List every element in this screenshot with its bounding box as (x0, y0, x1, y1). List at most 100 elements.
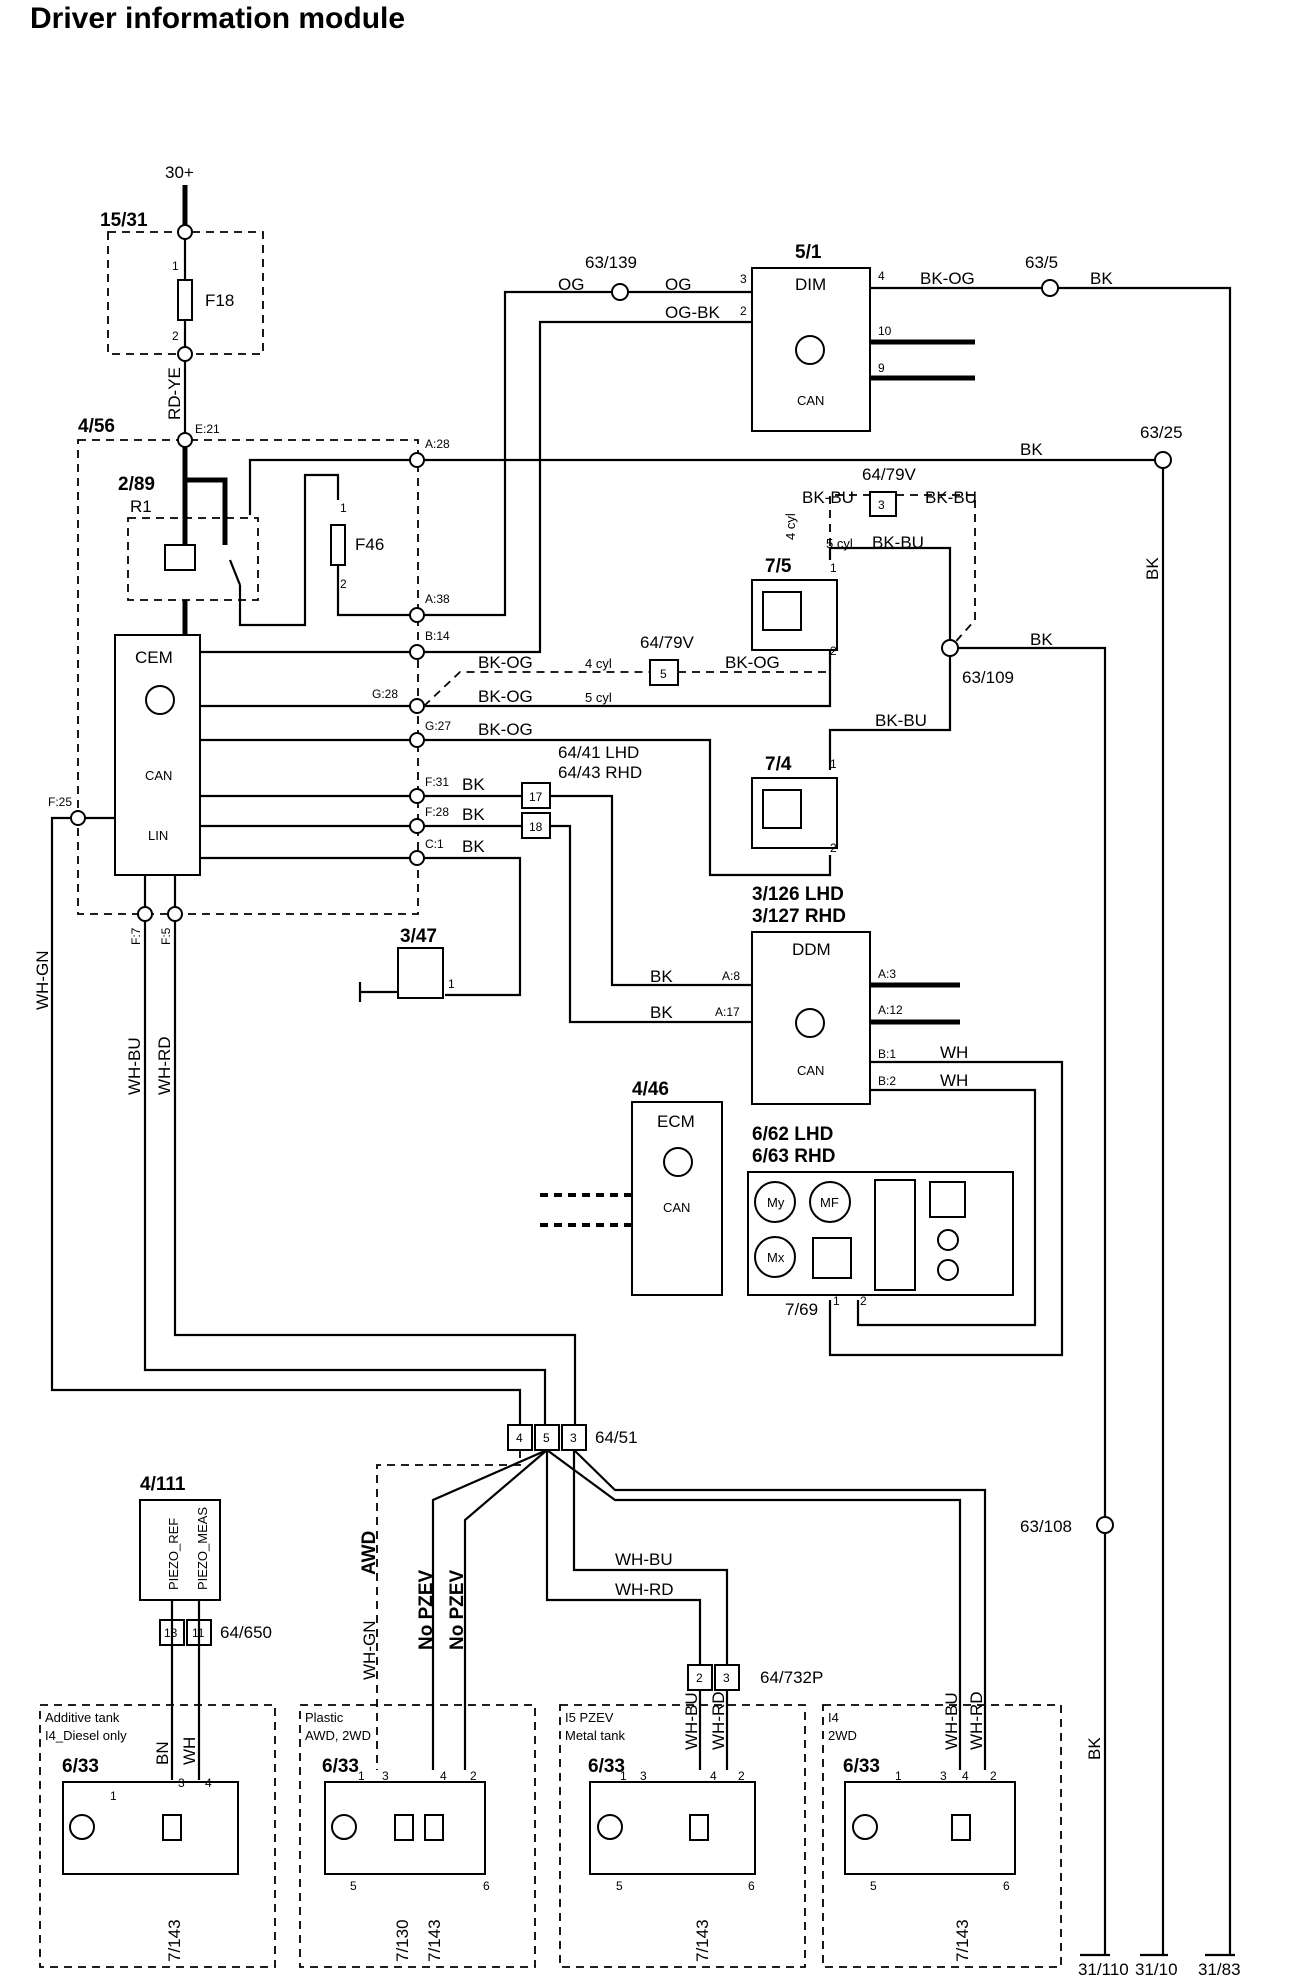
svg-text:3: 3 (740, 272, 747, 286)
svg-text:4: 4 (205, 1776, 212, 1790)
mirror-circuit (874, 1179, 916, 1291)
junction-node (177, 432, 193, 448)
svg-text:7/143: 7/143 (425, 1919, 444, 1962)
svg-text:WH: WH (180, 1737, 199, 1765)
splice-node (1096, 1516, 1114, 1534)
connector-64-41-pin18 (521, 812, 551, 839)
pin-node (137, 906, 153, 922)
motor-icon (331, 1814, 357, 1840)
svg-text:WH-BU: WH-BU (615, 1550, 673, 1569)
svg-text:3: 3 (878, 498, 885, 512)
svg-text:I4_Diesel only: I4_Diesel only (45, 1728, 127, 1743)
svg-text:PIEZO_MEAS: PIEZO_MEAS (195, 1507, 210, 1590)
svg-text:63/139: 63/139 (585, 253, 637, 272)
svg-text:No PZEV: No PZEV (416, 1569, 437, 1650)
ddm-name: DDM (792, 940, 831, 959)
pin-node (409, 818, 425, 834)
module-4-111-ref: 4/111 (140, 1474, 186, 1495)
svg-text:OG: OG (665, 275, 691, 294)
splice-node (1041, 279, 1059, 297)
dim-ref: 5/1 (795, 242, 822, 263)
svg-text:WH-BU: WH-BU (942, 1692, 961, 1750)
svg-text:BK: BK (1090, 269, 1113, 288)
motor-icon (597, 1814, 623, 1840)
svg-text:5 cyl: 5 cyl (585, 690, 612, 705)
splice-node (941, 639, 959, 657)
svg-text:My: My (767, 1195, 785, 1210)
svg-text:BK-OG: BK-OG (478, 720, 533, 739)
svg-text:WH-RD: WH-RD (615, 1580, 674, 1599)
pin-node (409, 644, 425, 660)
connector-64-51-pin4 (507, 1424, 533, 1451)
splice-node (1154, 451, 1172, 469)
svg-text:F:31: F:31 (425, 775, 449, 789)
svg-text:5: 5 (350, 1879, 357, 1893)
svg-text:4: 4 (516, 1431, 523, 1445)
svg-text:No PZEV: No PZEV (447, 1569, 468, 1650)
svg-text:3: 3 (723, 1671, 730, 1685)
heater-icon (929, 1181, 966, 1218)
svg-text:5: 5 (660, 667, 667, 681)
dim-can: CAN (797, 393, 824, 408)
svg-text:G:28: G:28 (372, 687, 398, 701)
svg-text:BK: BK (1030, 630, 1053, 649)
fuse-f18-label: F18 (205, 291, 234, 310)
relay-ref: 2/89 (118, 474, 155, 495)
svg-text:BK-OG: BK-OG (920, 269, 975, 288)
svg-text:2: 2 (990, 1769, 997, 1783)
svg-text:WH-RD: WH-RD (709, 1691, 728, 1750)
pin-node (409, 698, 425, 714)
svg-text:1: 1 (448, 977, 455, 991)
svg-text:Metal tank: Metal tank (565, 1728, 625, 1743)
svg-text:3: 3 (570, 1431, 577, 1445)
svg-text:AWD: AWD (359, 1531, 380, 1575)
junction-node (177, 224, 193, 240)
svg-text:6/33: 6/33 (322, 1756, 359, 1777)
svg-text:2: 2 (340, 577, 347, 591)
svg-text:64/79V: 64/79V (640, 633, 695, 652)
wire-label: RD-YE (165, 367, 184, 420)
svg-text:1: 1 (620, 1769, 627, 1783)
svg-text:2: 2 (172, 329, 179, 343)
connector-64-732p-pin3 (714, 1664, 740, 1691)
svg-text:WH-BU: WH-BU (125, 1037, 144, 1095)
svg-text:1: 1 (830, 757, 837, 771)
svg-text:63/5: 63/5 (1025, 253, 1058, 272)
svg-text:17: 17 (529, 790, 543, 804)
svg-text:18: 18 (529, 820, 543, 834)
svg-text:2: 2 (830, 644, 837, 658)
svg-text:PIEZO_REF: PIEZO_REF (166, 1518, 181, 1590)
svg-text:63/109: 63/109 (962, 668, 1014, 687)
svg-text:4 cyl: 4 cyl (783, 513, 798, 540)
svg-text:BK: BK (462, 775, 485, 794)
connector-64-41-pin17 (521, 782, 551, 809)
ground-31-83: 31/83 (1198, 1960, 1241, 1979)
svg-text:BK-OG: BK-OG (478, 687, 533, 706)
svg-text:WH-RD: WH-RD (967, 1691, 986, 1750)
connector-64-51-pin3 (561, 1424, 587, 1451)
fuse-f46 (330, 524, 346, 566)
svg-text:3: 3 (178, 1776, 185, 1790)
svg-text:Mx: Mx (767, 1250, 785, 1265)
sensor-7-4-ref: 7/4 (765, 754, 792, 775)
svg-text:3: 3 (640, 1769, 647, 1783)
pin-node (409, 607, 425, 623)
svg-text:6: 6 (483, 1879, 490, 1893)
conn-64-41-ref: 64/41 LHD (558, 743, 639, 762)
svg-text:2: 2 (738, 1769, 745, 1783)
switch-3-47-ref: 3/47 (400, 926, 437, 947)
relay-name: R1 (130, 497, 152, 516)
svg-text:BK: BK (462, 837, 485, 856)
pin-node (409, 452, 425, 468)
svg-text:BK-OG: BK-OG (725, 653, 780, 672)
conn-64-650-ref: 64/650 (220, 1623, 272, 1642)
svg-text:1: 1 (110, 1789, 117, 1803)
lamp-icon (937, 1259, 959, 1281)
svg-text:7/143: 7/143 (953, 1919, 972, 1962)
svg-text:3: 3 (382, 1769, 389, 1783)
sender-coil (689, 1814, 709, 1841)
svg-text:2: 2 (470, 1769, 477, 1783)
svg-text:Plastic: Plastic (305, 1710, 344, 1725)
svg-text:2: 2 (696, 1671, 703, 1685)
svg-text:BK: BK (1143, 557, 1162, 580)
